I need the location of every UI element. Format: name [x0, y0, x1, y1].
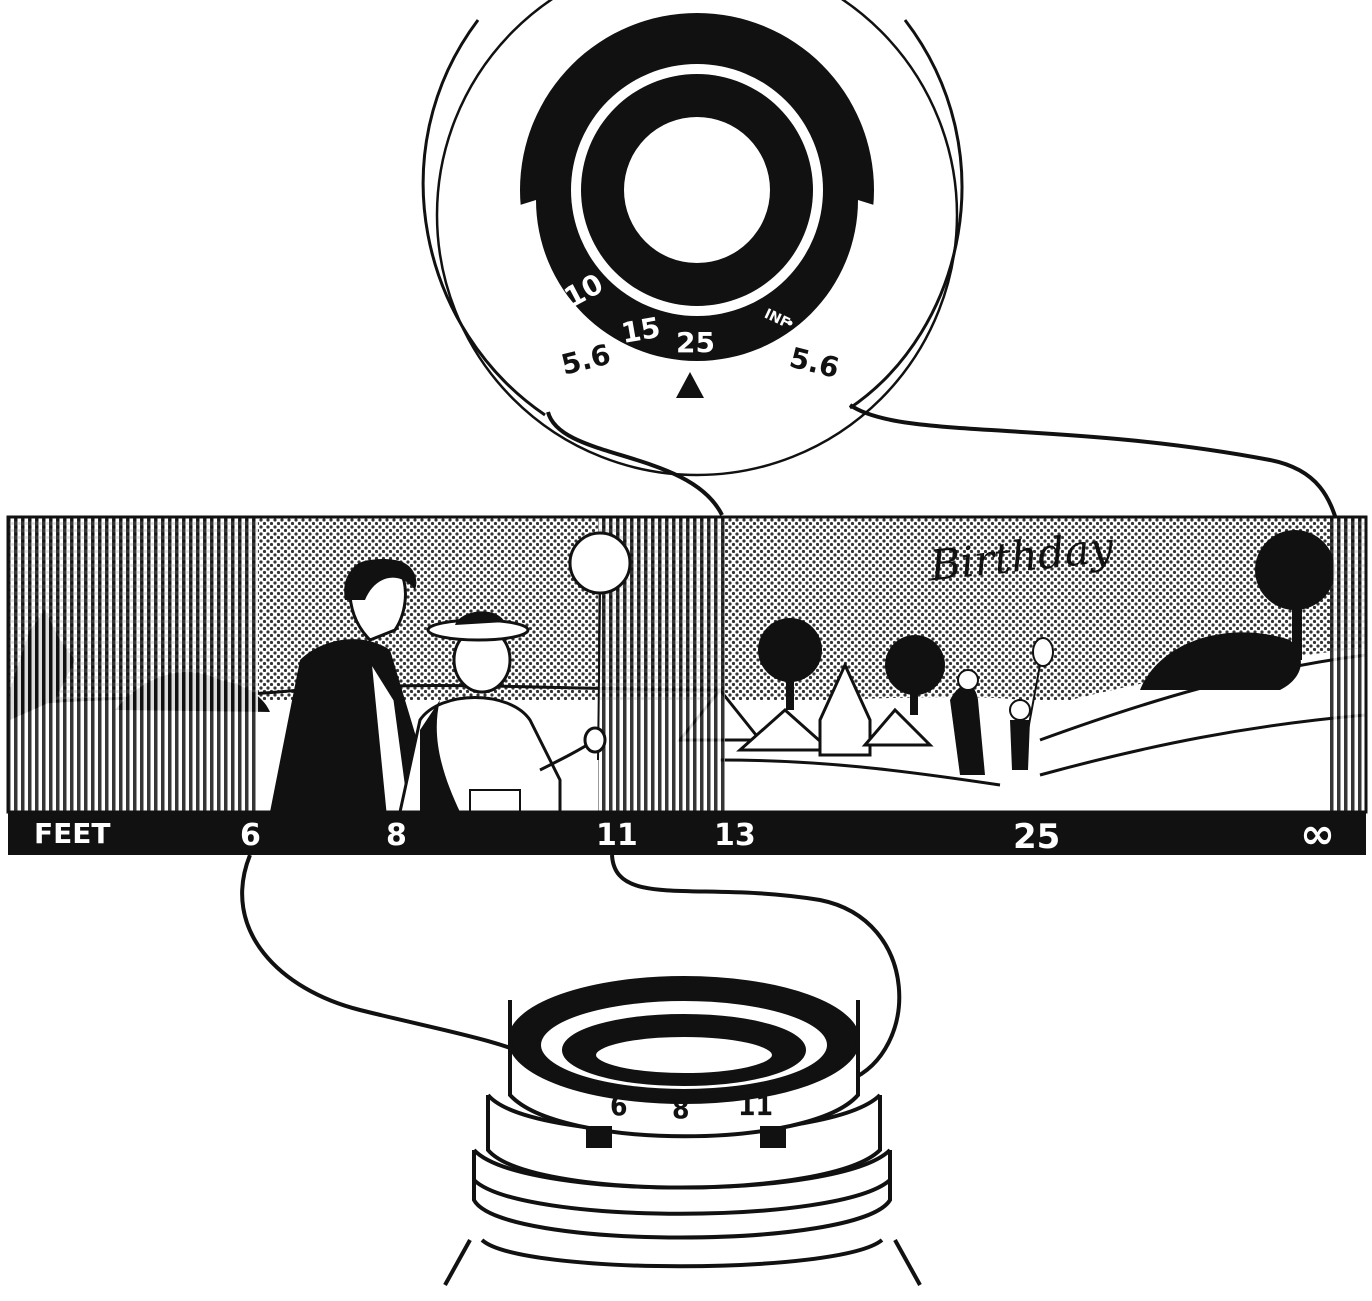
- scale-mark-13: 13: [714, 818, 756, 853]
- scale-mark-25: 25: [1013, 817, 1060, 857]
- dial-aperture-right: 5.6: [786, 341, 842, 385]
- lens-mark-8: 8: [672, 1092, 690, 1125]
- dial-mark-25: 25: [676, 326, 715, 359]
- scale-unit-label: FEET: [34, 817, 110, 850]
- scale-mark-11: 11: [596, 818, 638, 853]
- scene-strip: Birthday: [8, 517, 1366, 812]
- distance-scale: FEET 6 8 11 13 25 ∞: [8, 809, 1366, 858]
- lens-mark-6: 6: [610, 1089, 628, 1122]
- scale-mark-8: 8: [386, 818, 407, 853]
- dial-mark-15: 15: [619, 311, 663, 350]
- focus-dial: 10 15 25 INF 5.6 5.6: [423, 0, 962, 475]
- scale-mark-infinity: ∞: [1300, 809, 1335, 858]
- lens-mark-11: 11: [738, 1089, 773, 1122]
- scale-bar: [8, 812, 1366, 855]
- scale-mark-6: 6: [240, 818, 261, 853]
- dial-aperture-left: 5.6: [558, 338, 614, 382]
- lens-barrel: [445, 978, 920, 1285]
